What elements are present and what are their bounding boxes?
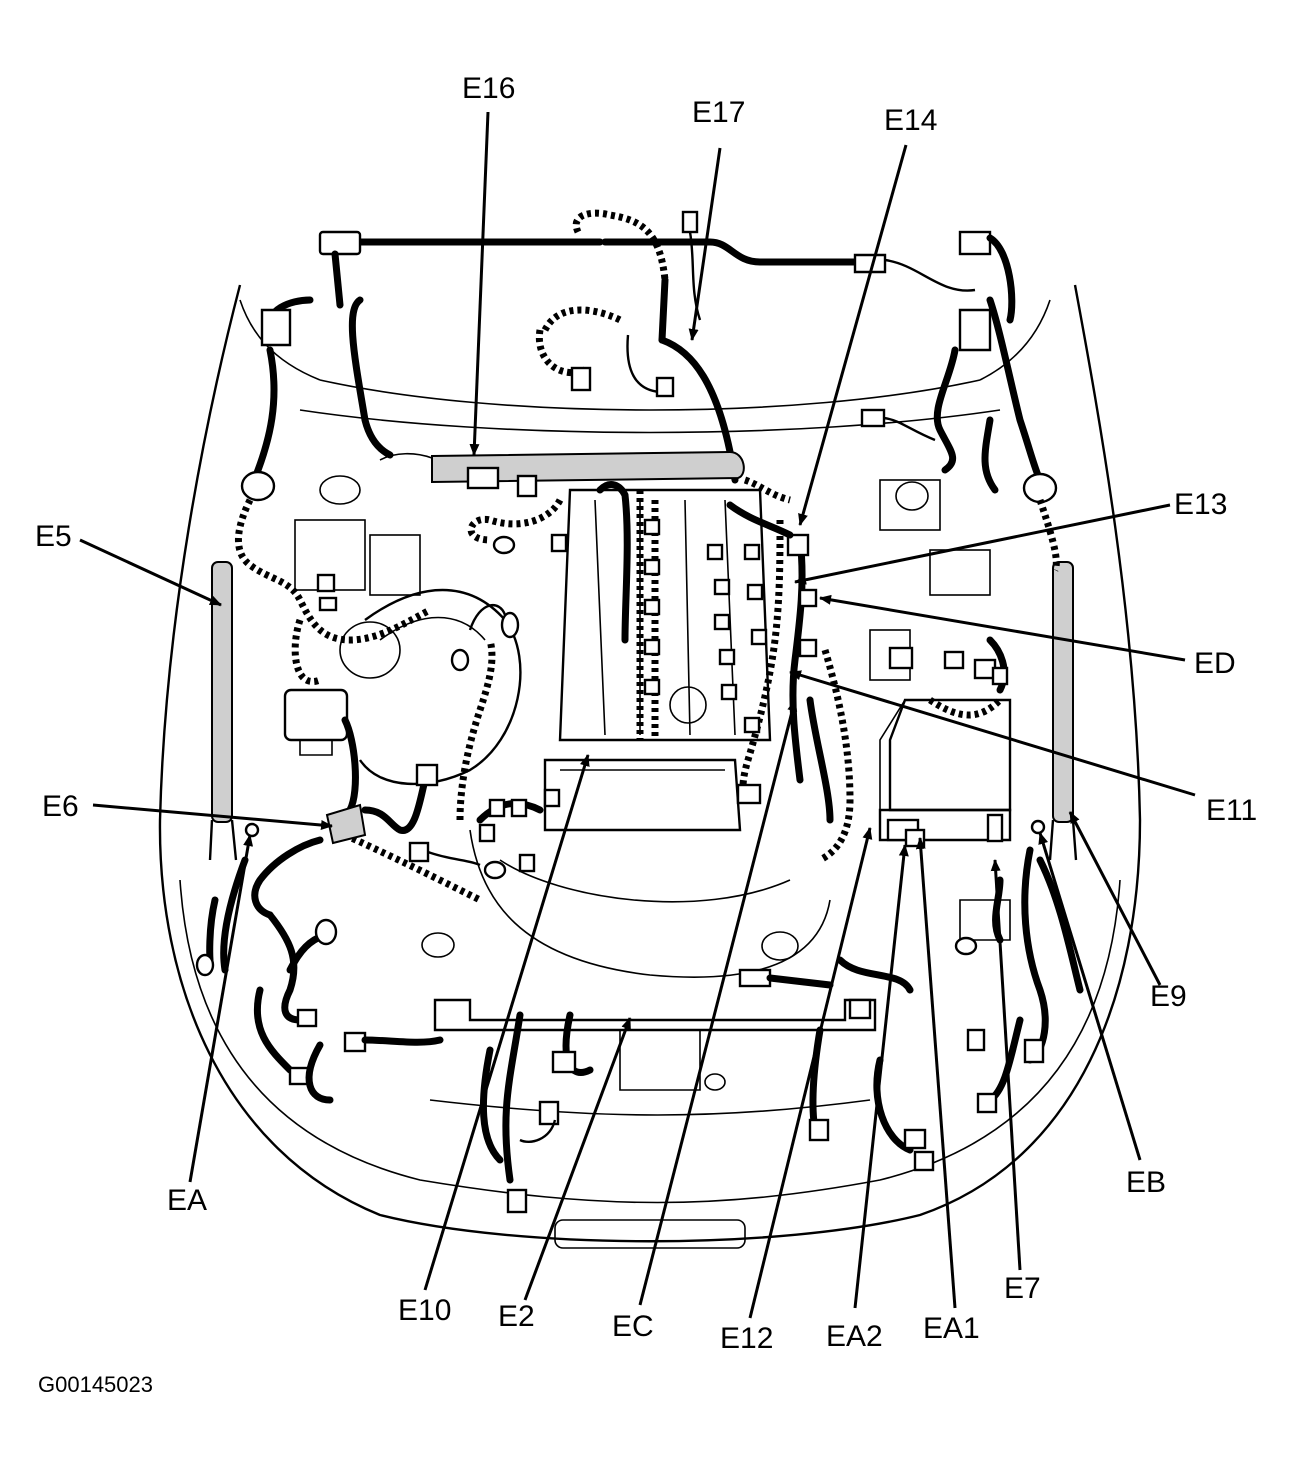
vehicle-body-outline xyxy=(158,284,1142,1249)
label-e12: E12 xyxy=(720,1322,773,1355)
leader-ed xyxy=(819,594,1186,662)
wiring-harnesses xyxy=(195,209,1084,1214)
leader-ec xyxy=(638,699,798,1306)
leader-e16 xyxy=(469,111,490,456)
label-e7: E7 xyxy=(1004,1272,1041,1305)
engine-block xyxy=(283,475,1012,1116)
leader-ea1 xyxy=(915,837,957,1309)
label-ea2: EA2 xyxy=(826,1320,883,1353)
label-ec: EC xyxy=(612,1310,654,1343)
label-e13: E13 xyxy=(1174,488,1227,521)
label-eb: EB xyxy=(1126,1166,1166,1199)
callout-labels: E16 E17 E14 E13 ED E11 E5 E6 E9 EB EA E1… xyxy=(35,72,1257,1397)
leader-ea2 xyxy=(853,844,909,1309)
leader-lines xyxy=(79,111,1196,1319)
label-ea1: EA1 xyxy=(923,1312,980,1345)
leader-e5 xyxy=(79,538,222,607)
label-e6: E6 xyxy=(42,790,79,823)
leader-e11 xyxy=(789,670,1196,797)
label-e10: E10 xyxy=(398,1294,451,1327)
leader-e9 xyxy=(1068,811,1162,986)
leader-e6 xyxy=(92,803,333,831)
label-e9: E9 xyxy=(1150,980,1187,1013)
leader-e2 xyxy=(523,1017,632,1301)
leader-e12 xyxy=(748,827,873,1319)
leader-e10 xyxy=(423,754,590,1291)
leader-e7 xyxy=(990,859,1022,1271)
leader-e14 xyxy=(798,144,908,526)
label-e16: E16 xyxy=(462,72,515,105)
label-e5: E5 xyxy=(35,520,72,553)
label-e11: E11 xyxy=(1206,794,1257,827)
leader-e13 xyxy=(794,503,1171,585)
label-ea: EA xyxy=(167,1184,207,1217)
leader-eb xyxy=(1038,832,1142,1161)
leader-e17 xyxy=(688,147,722,341)
label-e14: E14 xyxy=(884,104,937,137)
figure-id: G00145023 xyxy=(38,1372,153,1397)
label-e17: E17 xyxy=(692,96,745,129)
label-e2: E2 xyxy=(498,1300,535,1333)
label-ed: ED xyxy=(1194,647,1236,680)
leader-ea xyxy=(188,834,254,1183)
